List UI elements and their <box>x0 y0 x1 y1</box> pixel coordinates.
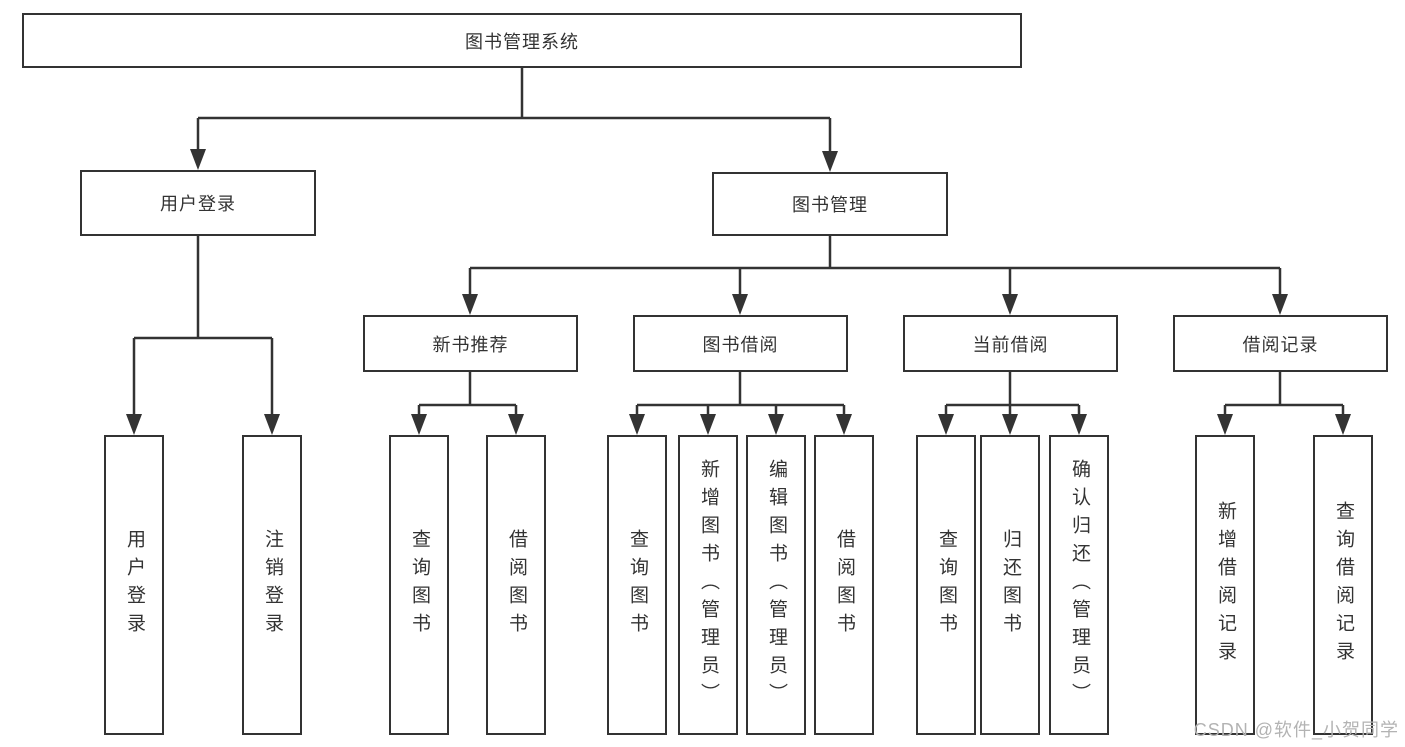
connector-new-books-group <box>411 372 524 435</box>
connector-book-borrow-group <box>629 372 852 435</box>
group-node-new-book-recommend: 新书推荐 <box>363 315 578 372</box>
leaf-node-logout: 注销登录 <box>242 435 302 735</box>
branch-node-user-login: 用户登录 <box>80 170 316 236</box>
leaf-node-borrow-books-borrowing: 借阅图书 <box>814 435 874 735</box>
leaf-node-edit-book-admin: 编辑图书（管理员） <box>746 435 806 735</box>
connector-user-login-group <box>126 236 280 435</box>
leaf-node-add-borrow-record: 新增借阅记录 <box>1195 435 1255 735</box>
connector-root-to-branches <box>190 67 838 172</box>
leaf-node-query-books-borrowing: 查询图书 <box>607 435 667 735</box>
connector-borrow-records-group <box>1217 372 1351 435</box>
leaf-node-return-books: 归还图书 <box>980 435 1040 735</box>
leaf-node-add-book-admin: 新增图书（管理员） <box>678 435 738 735</box>
connector-book-mgmt-to-groups <box>462 236 1288 315</box>
leaf-node-user-login: 用户登录 <box>104 435 164 735</box>
leaf-node-query-books-current: 查询图书 <box>916 435 976 735</box>
leaf-node-confirm-return-admin: 确认归还（管理员） <box>1049 435 1109 735</box>
root-node-library-system: 图书管理系统 <box>22 13 1022 68</box>
group-node-book-borrowing: 图书借阅 <box>633 315 848 372</box>
leaf-node-query-borrow-record: 查询借阅记录 <box>1313 435 1373 735</box>
leaf-node-borrow-books-recommend: 借阅图书 <box>486 435 546 735</box>
leaf-node-query-books-recommend: 查询图书 <box>389 435 449 735</box>
group-node-current-borrowing: 当前借阅 <box>903 315 1118 372</box>
group-node-borrow-records: 借阅记录 <box>1173 315 1388 372</box>
connector-current-borrow-group <box>938 372 1087 435</box>
branch-node-book-management: 图书管理 <box>712 172 948 236</box>
